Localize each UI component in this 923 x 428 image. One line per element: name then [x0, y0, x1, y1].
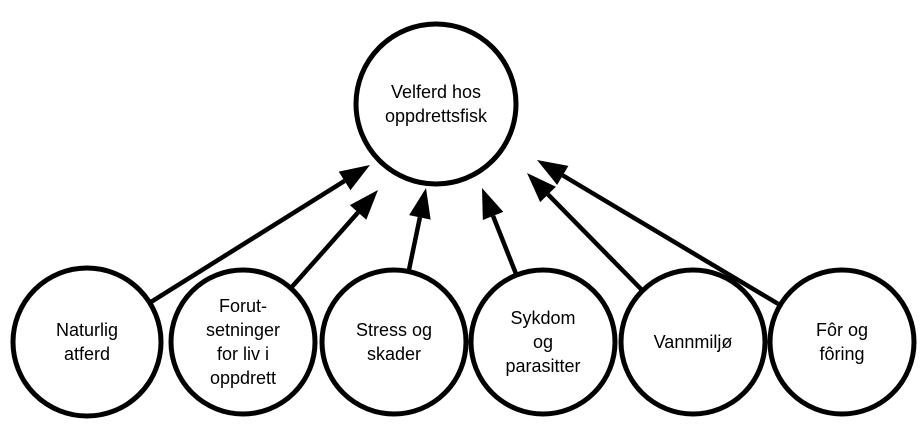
factor-node-circle — [468, 267, 618, 417]
factor-node-label-line: Forut- — [219, 296, 267, 316]
factor-node-circle — [767, 267, 917, 417]
factor-node-vannmiljo: Vannmiljø — [618, 267, 768, 417]
diagram-edges — [146, 160, 784, 309]
arrowhead-icon — [527, 173, 556, 203]
center-node: Velferd hos oppdrettsfisk — [353, 21, 519, 187]
factor-node-label-line: atferd — [64, 344, 110, 364]
arrowhead-icon — [338, 165, 370, 191]
arrowhead-icon — [482, 188, 504, 220]
factor-node-label-line: Vannmiljø — [654, 332, 733, 352]
factor-node-stress-og-skader: Stress og skader — [319, 267, 469, 417]
center-node-label-line: oppdrettsfisk — [385, 106, 488, 126]
factor-node-label-line: skader — [367, 344, 421, 364]
arrowhead-icon — [409, 188, 431, 220]
factor-node-label-line: oppdrett — [210, 368, 276, 388]
arrow-sykdom-og-parasitter — [482, 188, 520, 278]
factor-node-label-line: fôring — [819, 344, 864, 364]
factor-node-label-line: Fôr og — [816, 320, 868, 340]
factor-node-label-line: Stress og — [356, 320, 432, 340]
factor-node-circle — [10, 265, 164, 419]
center-node-label-line: Velferd hos — [391, 82, 481, 102]
arrow-forutsetninger — [287, 190, 378, 292]
factor-node-naturlig-atferd: Naturlig atferd — [10, 265, 164, 419]
arrow-shaft — [546, 192, 646, 294]
arrowhead-icon — [349, 190, 378, 220]
arrow-shaft — [561, 173, 784, 309]
arrow-shaft — [406, 216, 423, 274]
factor-node-label-line: Sykdom — [510, 308, 575, 328]
arrowhead-icon — [537, 160, 569, 185]
factor-node-forutsetninger: Forut-setninger for liv i oppdrett — [168, 267, 318, 417]
arrow-shaft — [287, 210, 360, 292]
factor-node-circle — [168, 267, 318, 417]
factor-node-label-line: for liv i — [217, 344, 269, 364]
factor-node-circle — [319, 267, 469, 417]
factor-node-circle — [618, 267, 768, 417]
factor-node-label-line: setninger — [206, 320, 280, 340]
arrow-shaft — [490, 215, 520, 278]
arrow-naturlig-atferd — [146, 165, 370, 306]
arrow-for-og-foring — [537, 160, 784, 309]
factor-node-label-line: og — [533, 332, 553, 352]
factor-node-sykdom-og-parasitter: Sykdom og parasitter — [468, 267, 618, 417]
arrow-stress-og-skader — [406, 188, 431, 274]
center-node-circle — [353, 21, 519, 187]
factor-node-label-line: parasitter — [505, 356, 580, 376]
factor-node-for-og-foring: Fôr og fôring — [767, 267, 917, 417]
arrow-shaft — [146, 179, 346, 306]
arrow-vannmiljo — [527, 173, 646, 294]
factor-node-label-line: Naturlig — [56, 320, 118, 340]
